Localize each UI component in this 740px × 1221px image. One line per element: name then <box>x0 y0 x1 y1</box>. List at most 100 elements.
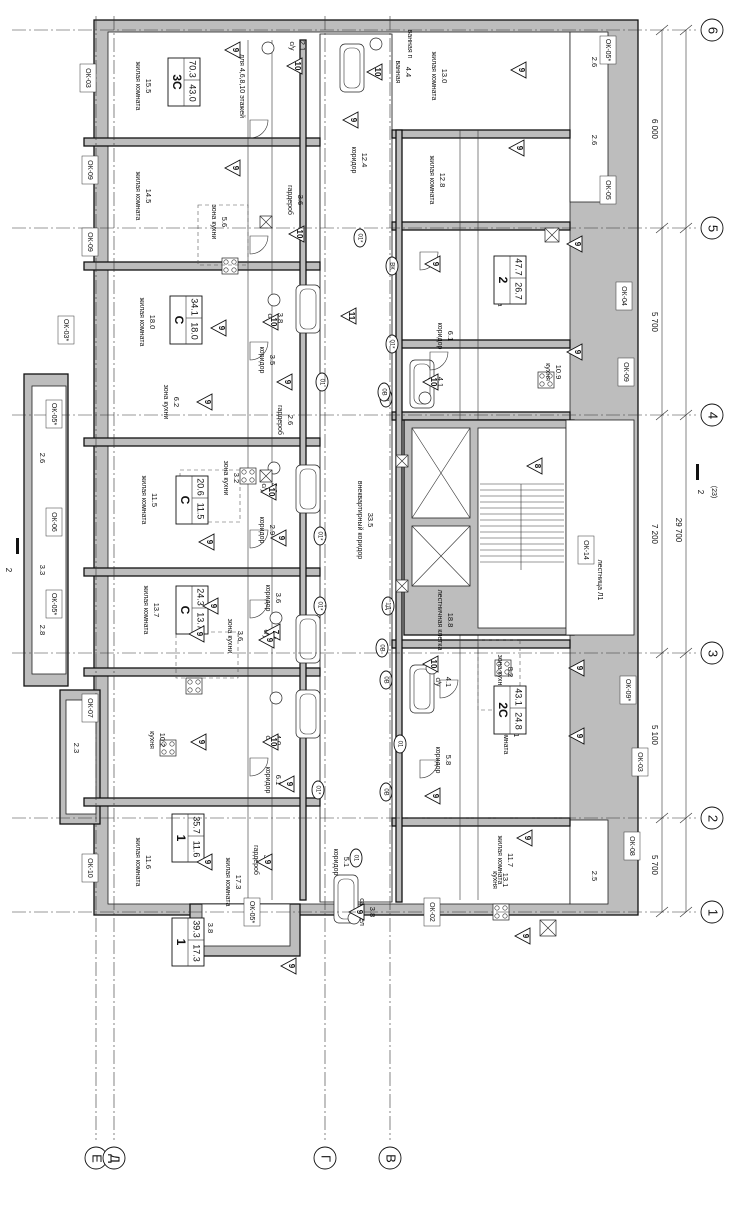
stove-3 <box>185 677 203 695</box>
room-area: 10.9 <box>554 365 563 380</box>
door-3 <box>249 529 269 549</box>
marker-label: 9 <box>283 380 292 385</box>
window-labels: ОК-03ОК-09ОК-09ОК-03*ОК-05*ОК-06ОК-05*ОК… <box>38 35 649 933</box>
door-tag-label: 01 <box>352 855 358 862</box>
room-area: 3.6 <box>274 593 283 603</box>
room-area: 12.8 <box>438 173 447 188</box>
marker-triangle <box>568 727 585 745</box>
stair-landing <box>565 419 635 636</box>
room-area: 4.4 <box>404 67 413 77</box>
window-frame <box>57 315 75 345</box>
door-tag: 0В <box>377 382 391 402</box>
apartment-type: С <box>178 496 192 505</box>
window-frame <box>599 35 617 65</box>
room-area: 18.0 <box>148 315 157 330</box>
room-marker: 9 <box>190 733 207 751</box>
window-label: ОК-05 <box>604 180 611 200</box>
room-marker: 9 <box>196 393 213 411</box>
room-marker: 9 <box>210 319 227 337</box>
marker-triangle <box>566 343 583 361</box>
bathtub-7 <box>339 43 365 93</box>
marker-triangle <box>366 63 383 81</box>
room-name: жилая комната <box>140 476 147 525</box>
marker-label: 9 <box>349 118 358 123</box>
stove-0 <box>221 257 239 275</box>
marker-label: 9 <box>575 734 584 739</box>
marker-triangle <box>262 313 279 331</box>
marker-triangle <box>514 927 531 945</box>
axis-bubble-4 <box>700 403 724 427</box>
window-label: ОК-04 <box>620 286 627 306</box>
room-name: зона кухни <box>226 619 233 654</box>
partition-right-0 <box>391 129 571 139</box>
marker-label: 9 <box>517 68 526 73</box>
room-name: лестница Л1 <box>596 560 603 601</box>
room-marker: 10 <box>288 225 305 243</box>
room-marker: 9 <box>280 957 297 975</box>
marker-triangle <box>566 235 583 253</box>
balcony-dim: 2.5 <box>590 871 599 881</box>
window-label: ОК-08 <box>628 836 635 856</box>
door-tag: 1Д <box>381 596 395 616</box>
marker-label: 9 <box>265 638 274 643</box>
apartment-living: 11.6 <box>192 841 202 858</box>
door-tag-label: 1Д <box>384 602 390 609</box>
bathtub-3 <box>295 689 321 739</box>
door-tag-ellipse <box>375 638 389 658</box>
dim-value-3: 5 700 <box>650 312 659 333</box>
apartment-labels: 3С43.070.3С18.034.1226.747.7С11.520.6С13… <box>167 57 527 967</box>
room-marker: 9 <box>202 597 219 615</box>
marker-label: 9 <box>205 540 214 545</box>
marker-triangle <box>508 139 525 157</box>
section-mark-left-label: 2 <box>4 568 13 573</box>
apartment-box: С11.520.6 <box>175 475 209 525</box>
marker-label: 9 <box>523 836 532 841</box>
partition-left-4 <box>83 667 321 677</box>
door-tag: 01* <box>313 596 327 616</box>
room-name: жилая комната <box>430 52 437 101</box>
axis-label-3: 3 <box>706 650 721 657</box>
marker-triangle <box>278 775 295 793</box>
room-marker: 9 <box>188 625 205 643</box>
partition-left-2 <box>83 437 321 447</box>
room-name: жилая комната <box>224 858 231 907</box>
marker-triangle <box>526 457 543 475</box>
room-area: 4.1 <box>436 377 445 387</box>
partition-right-4 <box>391 639 571 649</box>
window-label: ОК-07 <box>86 698 93 718</box>
room-area: 5.8 <box>444 755 453 765</box>
window-label: ОК-05* <box>248 901 255 924</box>
room-area: 12.4 <box>360 153 369 168</box>
room-area: 2.6 <box>286 415 295 425</box>
marker-label: 9 <box>197 740 206 745</box>
window-label: ОК-05* <box>604 39 611 62</box>
door-tag-ellipse <box>353 228 367 248</box>
room-area: 3.6 <box>296 195 305 205</box>
window-frame <box>599 175 617 205</box>
apartment-living: 26.7 <box>514 282 524 300</box>
partition-left-0 <box>83 137 321 147</box>
room-area: 13.7 <box>152 603 161 618</box>
marker-label: 9 <box>573 350 582 355</box>
room-name: внеквартирный коридор <box>356 481 364 559</box>
room-label: для 4,6,8,10 этажей <box>238 54 246 118</box>
marker-triangle <box>280 957 297 975</box>
window-label: ОК-03 <box>636 752 643 772</box>
axis-label-letter-2: Г <box>319 1155 334 1162</box>
room-marker: 9 <box>270 529 287 547</box>
apartment-box: 111.635.7 <box>171 813 205 863</box>
door-tag-label: ВК <box>388 262 394 270</box>
door-tag-ellipse <box>379 782 393 802</box>
door-tag-label: 01* <box>314 785 320 795</box>
room-name: с/у <box>262 630 269 639</box>
